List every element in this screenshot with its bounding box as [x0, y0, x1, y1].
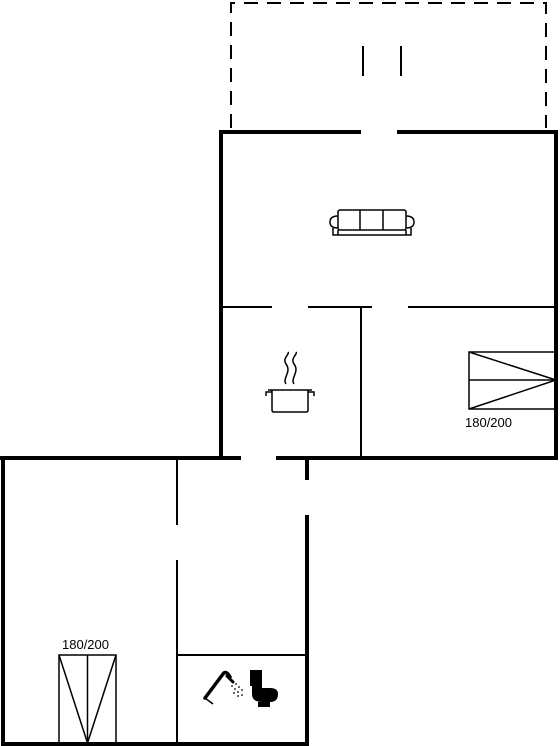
bed-size-label-right: 180/200: [465, 415, 512, 430]
toilet-icon: [250, 670, 278, 707]
double-bed-icon-left: [58, 654, 117, 744]
exterior-walls: [0, 130, 558, 746]
interior-walls: [176, 306, 556, 744]
terrace-outline: [230, 2, 547, 128]
bed-size-label-left: 180/200: [62, 637, 109, 652]
shower-icon: [203, 670, 243, 705]
double-bed-icon-right: [468, 351, 557, 410]
sofa-icon: [329, 209, 415, 236]
cooking-pot-icon: [265, 351, 315, 413]
